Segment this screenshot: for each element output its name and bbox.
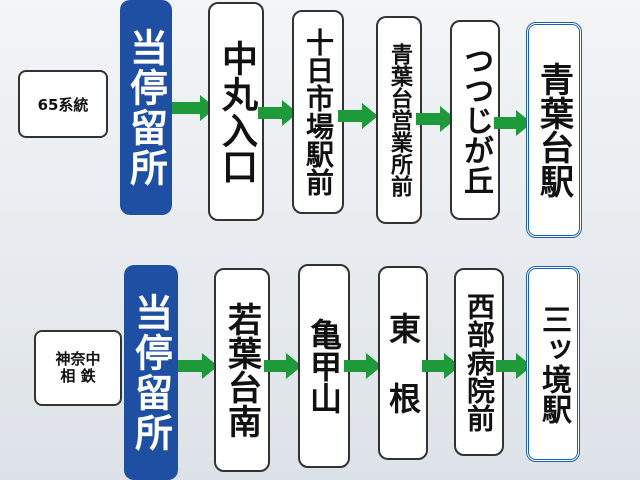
stop-name: 三ッ境駅 [536, 304, 571, 424]
arrow-icon [344, 353, 382, 379]
route-label-line1: 神奈中 [55, 349, 101, 368]
route-label-kanachu-sotetsu: 神奈中 相 鉄 [34, 330, 122, 406]
route1-stop-2: 十日市場駅前 [292, 10, 344, 214]
current-stop-text: 当停留所 [123, 27, 168, 188]
stop-name: つつじが丘 [458, 45, 493, 195]
route1-stop-1: 中丸入口 [208, 2, 264, 221]
arrow-icon [264, 353, 302, 379]
route-label-text: 65系統 [37, 95, 89, 114]
route1-stop-4: つつじが丘 [450, 20, 500, 220]
route-label-text: 神奈中 相 鉄 [55, 349, 101, 386]
route2-stop-1: 若葉台南 [214, 268, 270, 472]
arrow-icon [494, 110, 532, 136]
route2-stop-4: 西部病院前 [454, 268, 504, 456]
route-label-line2: 相 鉄 [60, 367, 96, 385]
current-stop-marker: 当停留所 [124, 265, 178, 480]
stop-name: 青葉台駅 [533, 62, 574, 198]
arrow-icon [416, 106, 456, 132]
route2-stop-2: 亀甲山 [298, 264, 350, 468]
stop-name: 青葉台営業所前 [387, 43, 412, 197]
stop-name: 東 根 [384, 312, 422, 414]
stop-name: 中丸入口 [216, 39, 257, 184]
arrow-icon [258, 100, 298, 126]
route2-stop-3: 東 根 [378, 266, 428, 460]
current-stop-text: 当停留所 [128, 292, 173, 453]
route-label-65: 65系統 [18, 70, 108, 138]
stop-name: 十日市場駅前 [302, 28, 335, 196]
arrow-icon [422, 353, 460, 379]
stop-name: 西部病院前 [463, 292, 496, 432]
arrow-icon [172, 95, 216, 121]
arrow-icon [496, 353, 532, 379]
route1-final-stop: 青葉台駅 [526, 22, 582, 238]
current-stop-marker: 当停留所 [120, 0, 172, 215]
stop-name: 若葉台南 [221, 302, 262, 438]
arrow-icon [338, 103, 378, 129]
arrow-icon [178, 353, 218, 379]
stop-name: 亀甲山 [305, 318, 343, 414]
route2-final-stop: 三ッ境駅 [526, 266, 580, 462]
